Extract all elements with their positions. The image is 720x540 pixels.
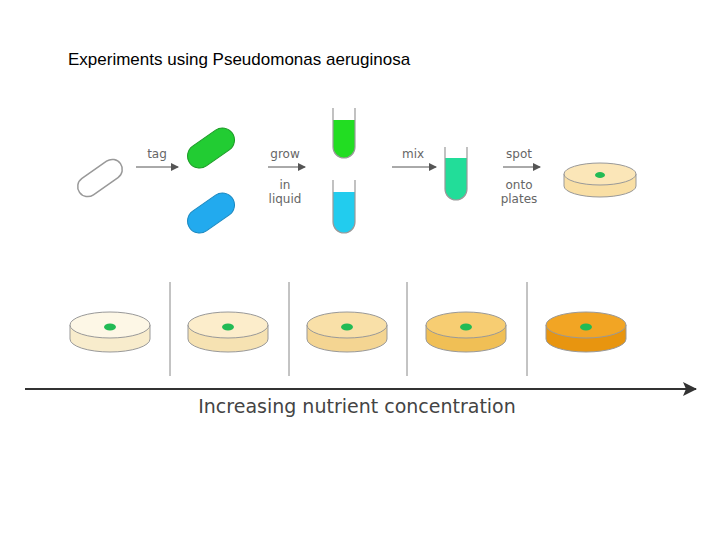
petri-dish-part [564,163,636,185]
axis-arrow-part [25,388,696,390]
petri-dish-part [70,312,150,338]
bacterium-blue [183,188,239,237]
petri-dish [426,312,506,352]
petri-dish-part [595,172,605,178]
tube-blue [333,180,355,233]
step-label: mix [383,147,443,161]
petri-dish [188,312,268,352]
step-label: spot [489,147,549,161]
step-label: grow [255,147,315,161]
axis-arrow [25,389,696,390]
petri-dish [564,163,636,197]
petri-dish-part [188,312,268,338]
petri-dish-part [104,324,116,331]
petri-dish-part [460,324,472,331]
bacterium-blue-part [183,188,239,237]
separator-line-part [170,282,171,376]
tube-blue-part [333,180,355,233]
tube-green-part [333,120,355,158]
diagram-title: Experiments using Pseudomonas aeruginosa [68,50,410,70]
bacterium-green-part [183,123,239,172]
separator-line [170,282,527,376]
step-arrow-part [136,167,178,168]
petri-dish-part [426,312,506,338]
petri-dish [307,312,387,352]
separator-line-part [407,282,408,376]
separator-line-part [527,282,528,376]
petri-dish [546,312,626,352]
petri-dish-part [546,312,626,338]
bacterium-untagged [74,155,126,200]
petri-dish-part [222,324,234,331]
tube-green [333,108,355,158]
petri-dish-part [580,324,592,331]
petri-dish-part [341,324,353,331]
bacterium-untagged-part [74,155,126,200]
petri-dish [70,312,150,352]
step-arrow-part [392,167,436,168]
separator-line-part [289,282,290,376]
tube-mixed [445,147,467,200]
petri-dish-part [307,312,387,338]
step-label: tag [127,147,187,161]
tube-green-part [333,108,355,158]
step-arrow-part [503,167,540,168]
tube-blue-part [333,192,355,233]
tube-mixed-part [445,158,467,200]
tube-mixed-part [445,147,467,200]
step-arrow [136,167,540,168]
step-label: onto plates [497,178,541,207]
bacterium-green [183,123,239,172]
step-label: in liquid [263,178,307,207]
step-arrow-part [268,167,305,168]
axis-label: Increasing nutrient concentration [127,395,587,418]
